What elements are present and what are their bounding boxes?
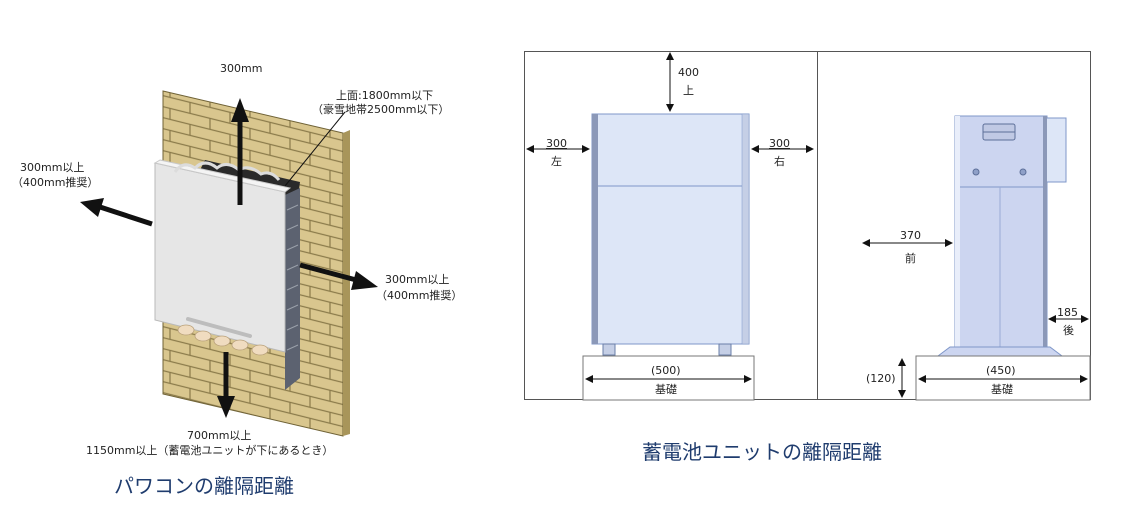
heavy-snow-limit-label: （豪雪地帯2500mm以下） xyxy=(312,103,450,116)
front-left-label: 左 xyxy=(551,155,562,168)
side-back-label: 後 xyxy=(1063,324,1074,337)
front-left-value: 300 xyxy=(546,137,567,150)
right-clearance-label: 300mm以上 xyxy=(385,273,450,286)
left-clearance-recommended-label: （400mm推奨） xyxy=(12,176,99,189)
front-right-value: 300 xyxy=(769,137,790,150)
bottom-clearance-battery-label: 1150mm以上（蓄電池ユニットが下にあるとき） xyxy=(86,444,334,457)
front-top-label: 上 xyxy=(683,84,694,97)
side-front-label: 前 xyxy=(905,252,916,265)
bottom-clearance-label: 700mm以上 xyxy=(187,429,252,442)
battery-unit-caption: 蓄電池ユニットの離隔距離 xyxy=(642,440,882,464)
front-top-value: 400 xyxy=(678,66,699,79)
top-height-limit-label: 上面:1800mm以下 xyxy=(336,89,434,102)
side-front-value: 370 xyxy=(900,229,921,242)
power-conditioner-diagram: 300mm 上面:1800mm以下 （豪雪地帯2500mm以下） 300mm以上… xyxy=(0,0,520,516)
side-base-width: (450) xyxy=(986,364,1016,377)
power-conditioner-caption: パワコンの離隔距離 xyxy=(114,474,294,498)
front-base-width: (500) xyxy=(651,364,681,377)
side-back-value: 185 xyxy=(1057,306,1078,319)
side-base-height: (120) xyxy=(866,372,896,385)
front-base-label: 基礎 xyxy=(655,383,677,396)
front-right-label: 右 xyxy=(774,155,785,168)
right-clearance-recommended-label: （400mm推奨） xyxy=(376,289,463,302)
side-base-label: 基礎 xyxy=(991,383,1013,396)
power-conditioner-illustration xyxy=(80,90,378,437)
left-clearance-label: 300mm以上 xyxy=(20,161,85,174)
top-clearance-label: 300mm xyxy=(220,62,263,75)
